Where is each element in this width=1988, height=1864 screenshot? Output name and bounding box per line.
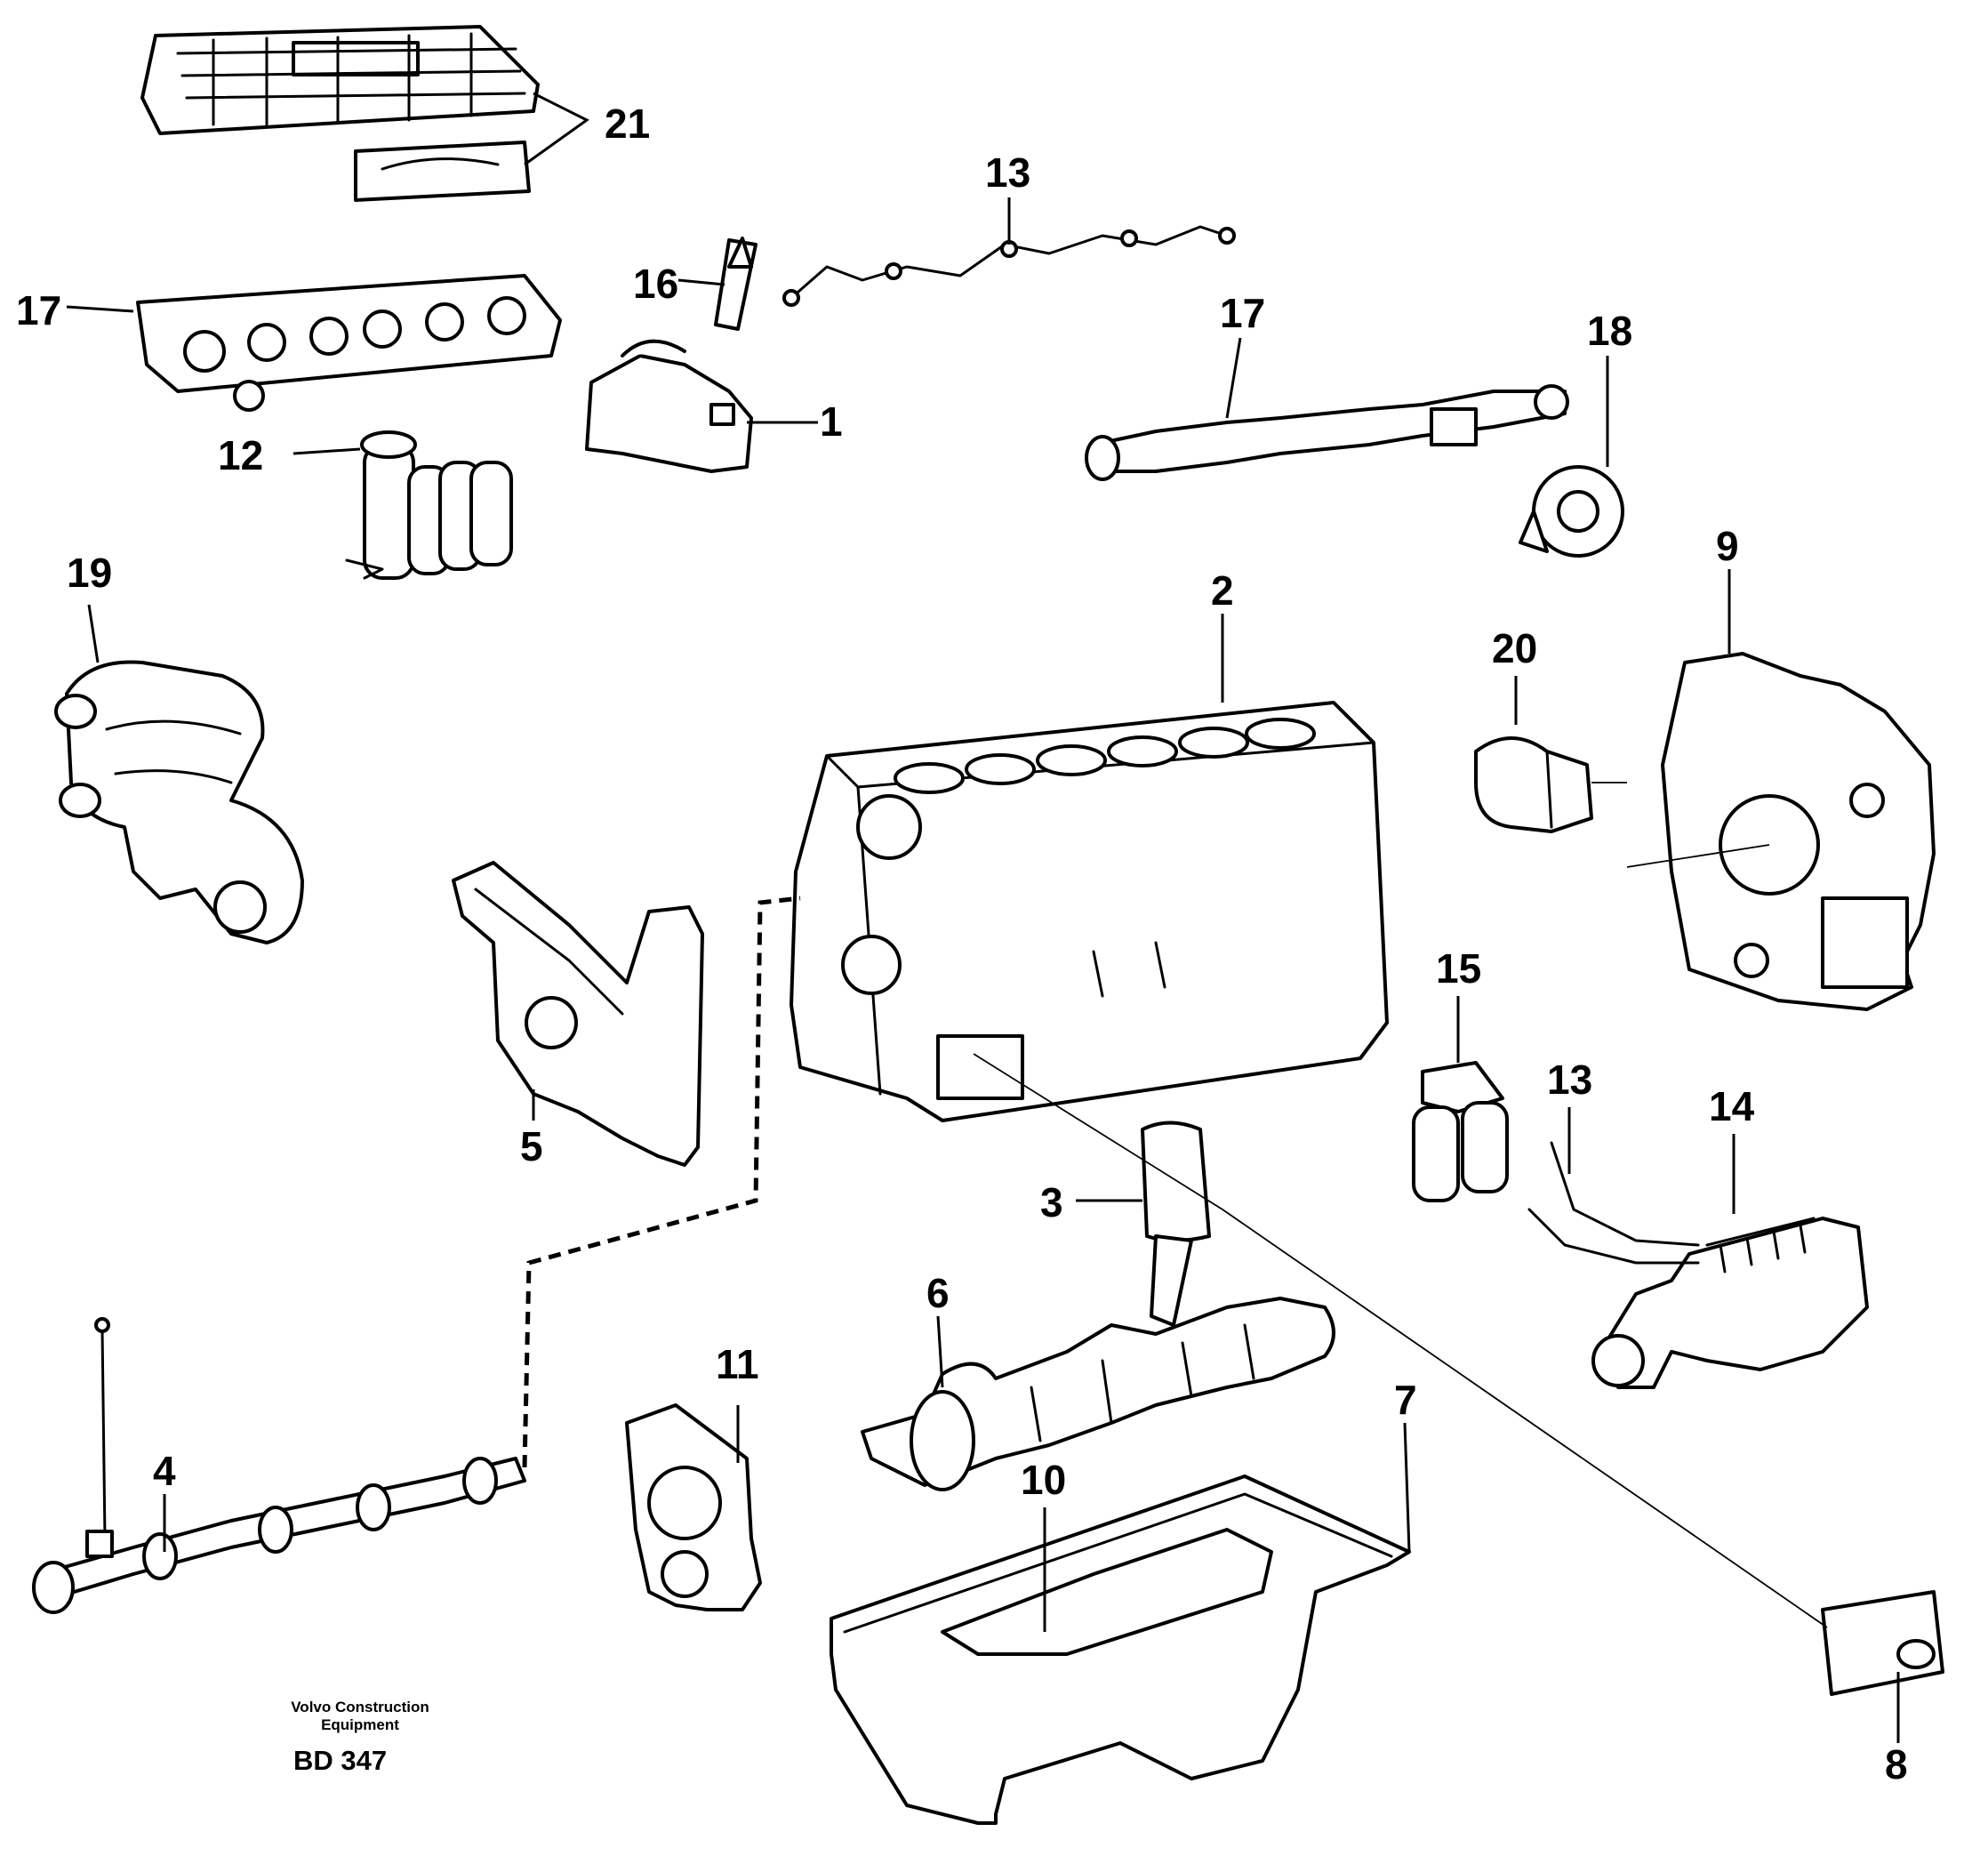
callout-14: 14 [1709,1083,1755,1129]
injector-part [714,237,758,331]
assembly-line-camshaft [522,896,801,1468]
leader-lines [66,92,1900,1743]
callout-15: 15 [1436,945,1481,992]
callout-18: 18 [1587,308,1632,354]
callout-2: 2 [1211,567,1234,614]
caption-company-line1: Volvo Construction [291,1699,429,1715]
secondary-fuel-filter-part [1412,1061,1509,1202]
callout-10: 10 [1021,1457,1066,1503]
callout-12: 12 [218,432,263,478]
thermostat-housing-part [585,339,753,473]
caption-company-line2: Equipment [321,1716,399,1733]
injection-pump-part [1591,1217,1869,1389]
water-pump-part [54,660,304,944]
leader-19 [87,604,100,663]
callout-1: 1 [820,398,843,445]
fuel-pipes-part [1527,1141,1700,1265]
callout-21: 21 [605,100,650,147]
oil-sump-part [830,1474,1411,1825]
callout-11: 11 [716,1341,759,1387]
leader-17-left [66,305,134,313]
starter-motor-part [1474,736,1593,833]
callout-20: 20 [1492,625,1537,671]
callout-5: 5 [520,1123,543,1169]
callout-9: 9 [1716,523,1739,569]
leader-7 [1403,1422,1411,1553]
leader-6 [936,1315,944,1388]
assembly-line-block-to-bracket [973,1053,1828,1628]
callout-13-right: 13 [1547,1057,1592,1103]
cylinder-block-part [790,701,1389,1122]
callout-3: 3 [1040,1179,1063,1225]
rocker-cover-part [140,25,540,202]
flywheel-housing-part [1661,652,1936,1011]
leader-17-right [1225,337,1242,419]
callout-16: 16 [633,261,678,307]
caption: Volvo Construction Equipment BD 347 [291,1699,429,1776]
turbocharger-part [1519,465,1624,558]
oil-pump-part [625,1403,762,1611]
callout-13-top: 13 [985,149,1030,196]
injection-lines-part [782,225,1236,307]
callouts: 21 13 16 17 17 18 1 12 19 9 2 20 15 13 1… [16,100,1908,1788]
fuel-filter-assembly-part [345,430,513,580]
callout-7: 7 [1394,1377,1417,1423]
exhaust-manifold-part [1085,384,1569,481]
caption-drawing-code: BD 347 [293,1745,387,1776]
callout-4: 4 [153,1448,176,1494]
leader-21 [524,92,589,166]
callout-8: 8 [1885,1741,1908,1788]
camshaft-part [32,1317,526,1614]
assembly-line-flywheel-center [1626,844,1770,868]
intake-manifold-part [136,274,562,412]
timing-cover-part [452,861,704,1167]
callout-17-left: 17 [16,287,61,333]
bracket-part [1821,1590,1944,1696]
callout-17-right: 17 [1220,290,1265,336]
crankshaft-part [861,1297,1335,1491]
leader-16 [677,278,725,286]
piston-part [1141,1121,1211,1327]
leader-12 [293,447,361,455]
callout-6: 6 [926,1270,950,1316]
callout-19: 19 [67,550,112,596]
